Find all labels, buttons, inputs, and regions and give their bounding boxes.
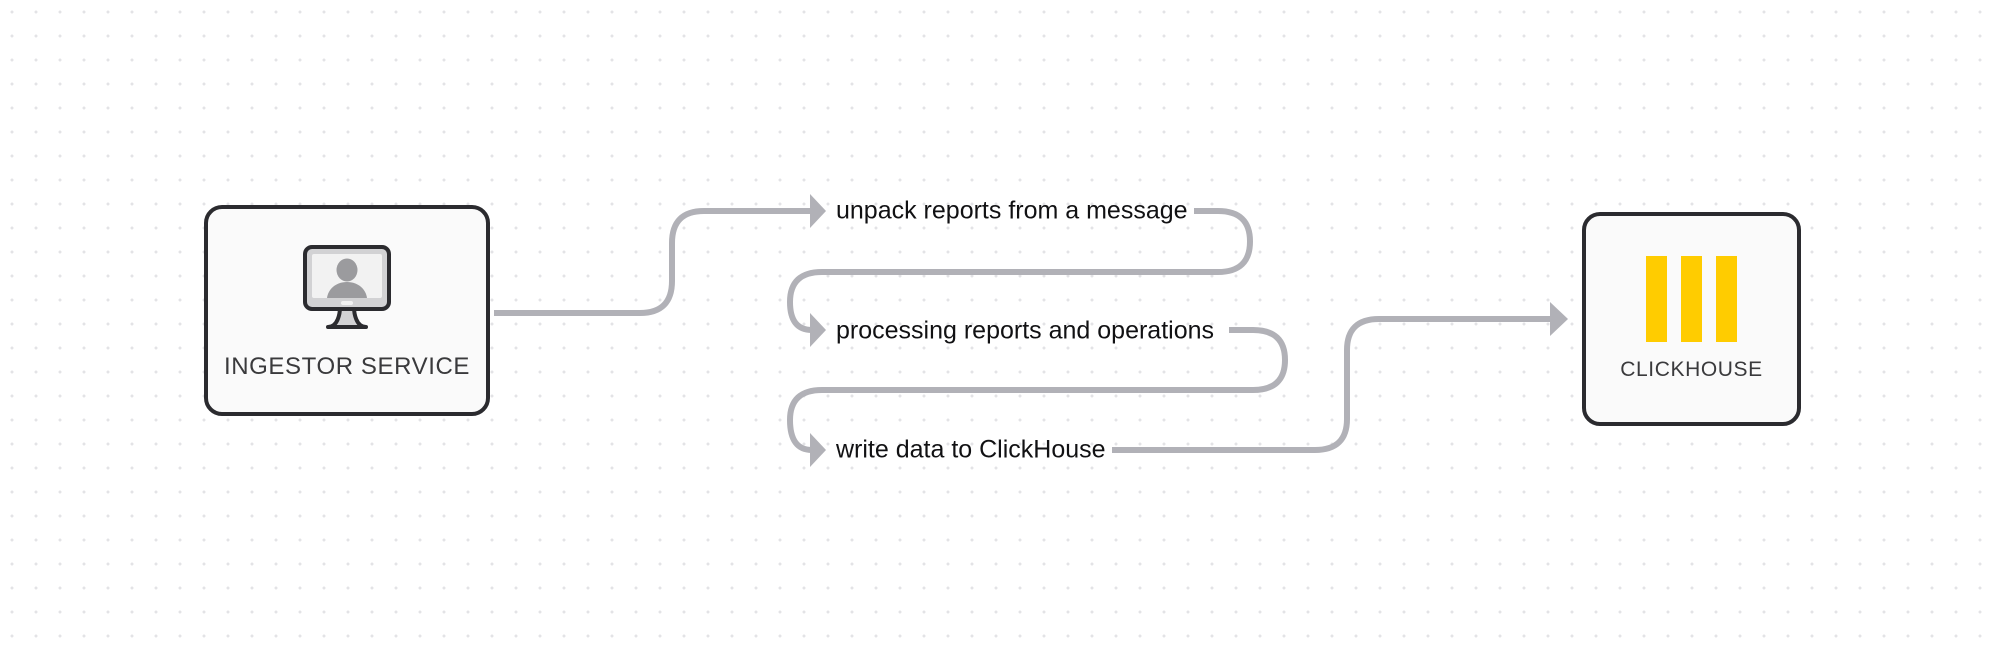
node-ingestor-service[interactable]: INGESTOR SERVICE: [204, 205, 490, 416]
clickhouse-bars-icon: [1646, 256, 1737, 342]
node-ingestor-label: INGESTOR SERVICE: [223, 352, 471, 380]
node-clickhouse[interactable]: CLICKHOUSE: [1582, 212, 1801, 426]
edge-ingestor-to-unpack: [494, 208, 812, 316]
edge-label-write: write data to ClickHouse: [836, 435, 1106, 464]
edge-label-processing: processing reports and operations: [836, 316, 1215, 345]
clickhouse-bar-2: [1681, 256, 1702, 342]
edge-unpack-to-processing: [787, 208, 1253, 333]
arrow-head-clickhouse: [1550, 302, 1568, 336]
edge-label-unpack: unpack reports from a message: [836, 196, 1188, 225]
node-clickhouse-label: CLICKHOUSE: [1620, 358, 1763, 381]
clickhouse-bar-3: [1716, 256, 1737, 342]
clickhouse-bar-1: [1646, 256, 1667, 342]
arrow-head-processing: [810, 313, 826, 347]
monitor-user-icon: [291, 241, 403, 337]
arrow-head-write: [810, 433, 826, 467]
arrow-head-unpack: [810, 194, 826, 228]
edge-processing-to-write: [787, 327, 1288, 453]
